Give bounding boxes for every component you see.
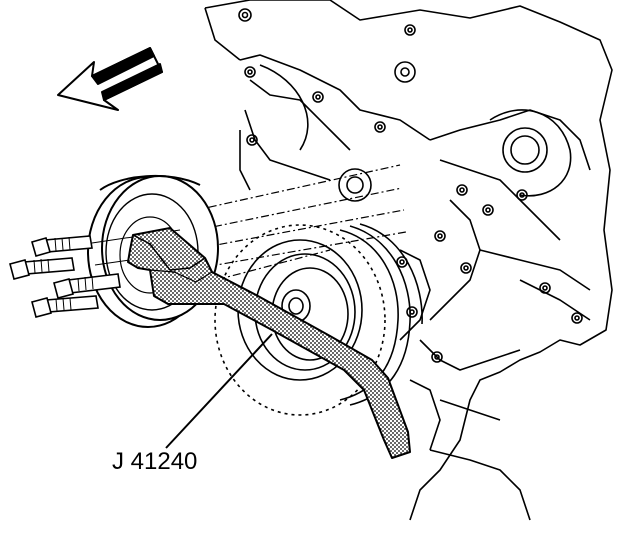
engine-block	[204, 0, 613, 521]
holding-tool	[127, 227, 411, 459]
direction-arrow	[57, 47, 163, 111]
tool-callout-label: J 41240	[112, 448, 198, 475]
bolt-threads	[33, 236, 94, 312]
callout-leader	[165, 333, 273, 449]
